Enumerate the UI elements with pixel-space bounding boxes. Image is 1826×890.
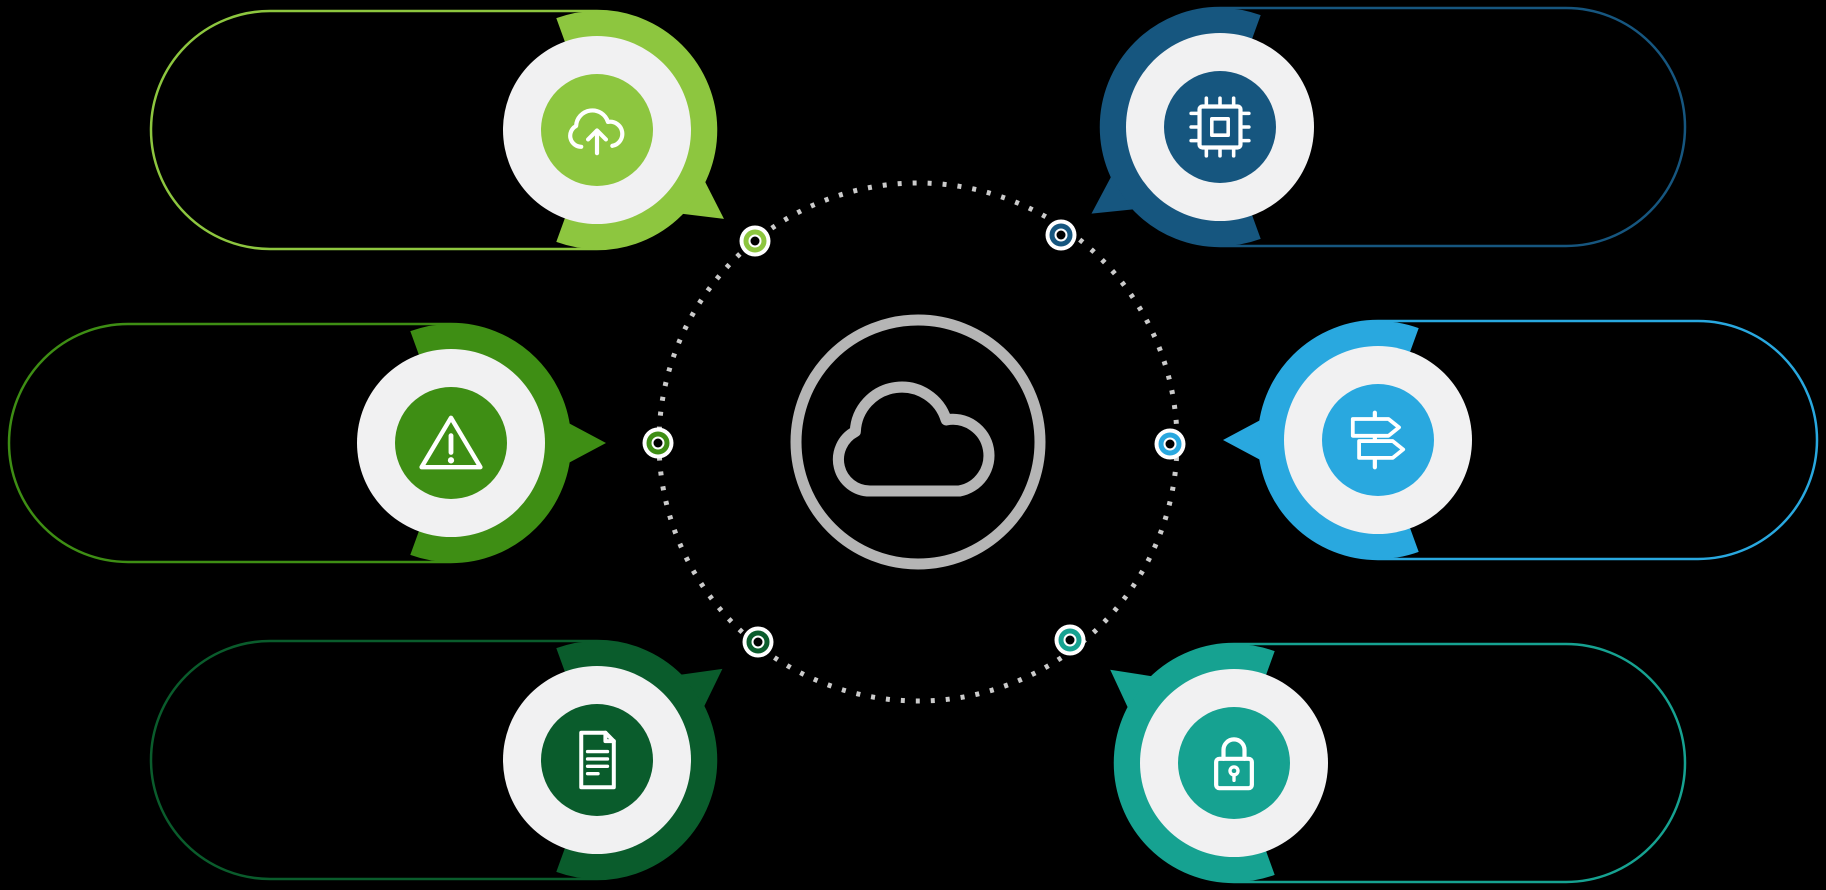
icon-circle-security	[1178, 707, 1290, 819]
document-icon	[579, 730, 616, 790]
center-ring	[790, 314, 1046, 570]
node-ring-directions	[1158, 432, 1182, 456]
branch-processor	[1045, 6, 1687, 251]
pill-processor	[1099, 6, 1687, 248]
chip-icon	[1189, 96, 1251, 158]
branch-security	[1054, 624, 1687, 884]
node-center-directions	[1165, 439, 1175, 449]
node-ring-warning	[646, 431, 670, 455]
branch-document	[149, 626, 774, 881]
bubble-ring	[410, 324, 570, 562]
bubble-ring	[1259, 321, 1419, 559]
node-ring-cloud-upload	[743, 229, 767, 253]
bubble-ring	[1115, 644, 1275, 882]
node-ring-document	[746, 630, 770, 654]
node-center-warning	[653, 438, 663, 448]
bubble-ring	[556, 641, 716, 879]
branch-directions	[1154, 319, 1819, 561]
node-center-security	[1065, 635, 1075, 645]
warning-icon	[419, 415, 483, 470]
node-center-cloud-upload	[750, 236, 760, 246]
node-ring-security	[1058, 628, 1082, 652]
icon-circle-processor	[1164, 71, 1276, 183]
bubble-ring	[556, 11, 716, 249]
signpost-icon	[1350, 410, 1406, 470]
cloud-icon	[832, 381, 995, 497]
branch-warning	[7, 322, 674, 564]
node-center-processor	[1056, 230, 1066, 240]
branch-cloud-upload	[149, 9, 771, 257]
bubble-ring	[1101, 8, 1261, 246]
cloud-upload-icon	[568, 108, 625, 156]
node-center-document	[753, 637, 763, 647]
orbit-dashed-circle	[656, 180, 1180, 704]
node-ring-processor	[1049, 223, 1073, 247]
lock-icon	[1214, 737, 1254, 791]
